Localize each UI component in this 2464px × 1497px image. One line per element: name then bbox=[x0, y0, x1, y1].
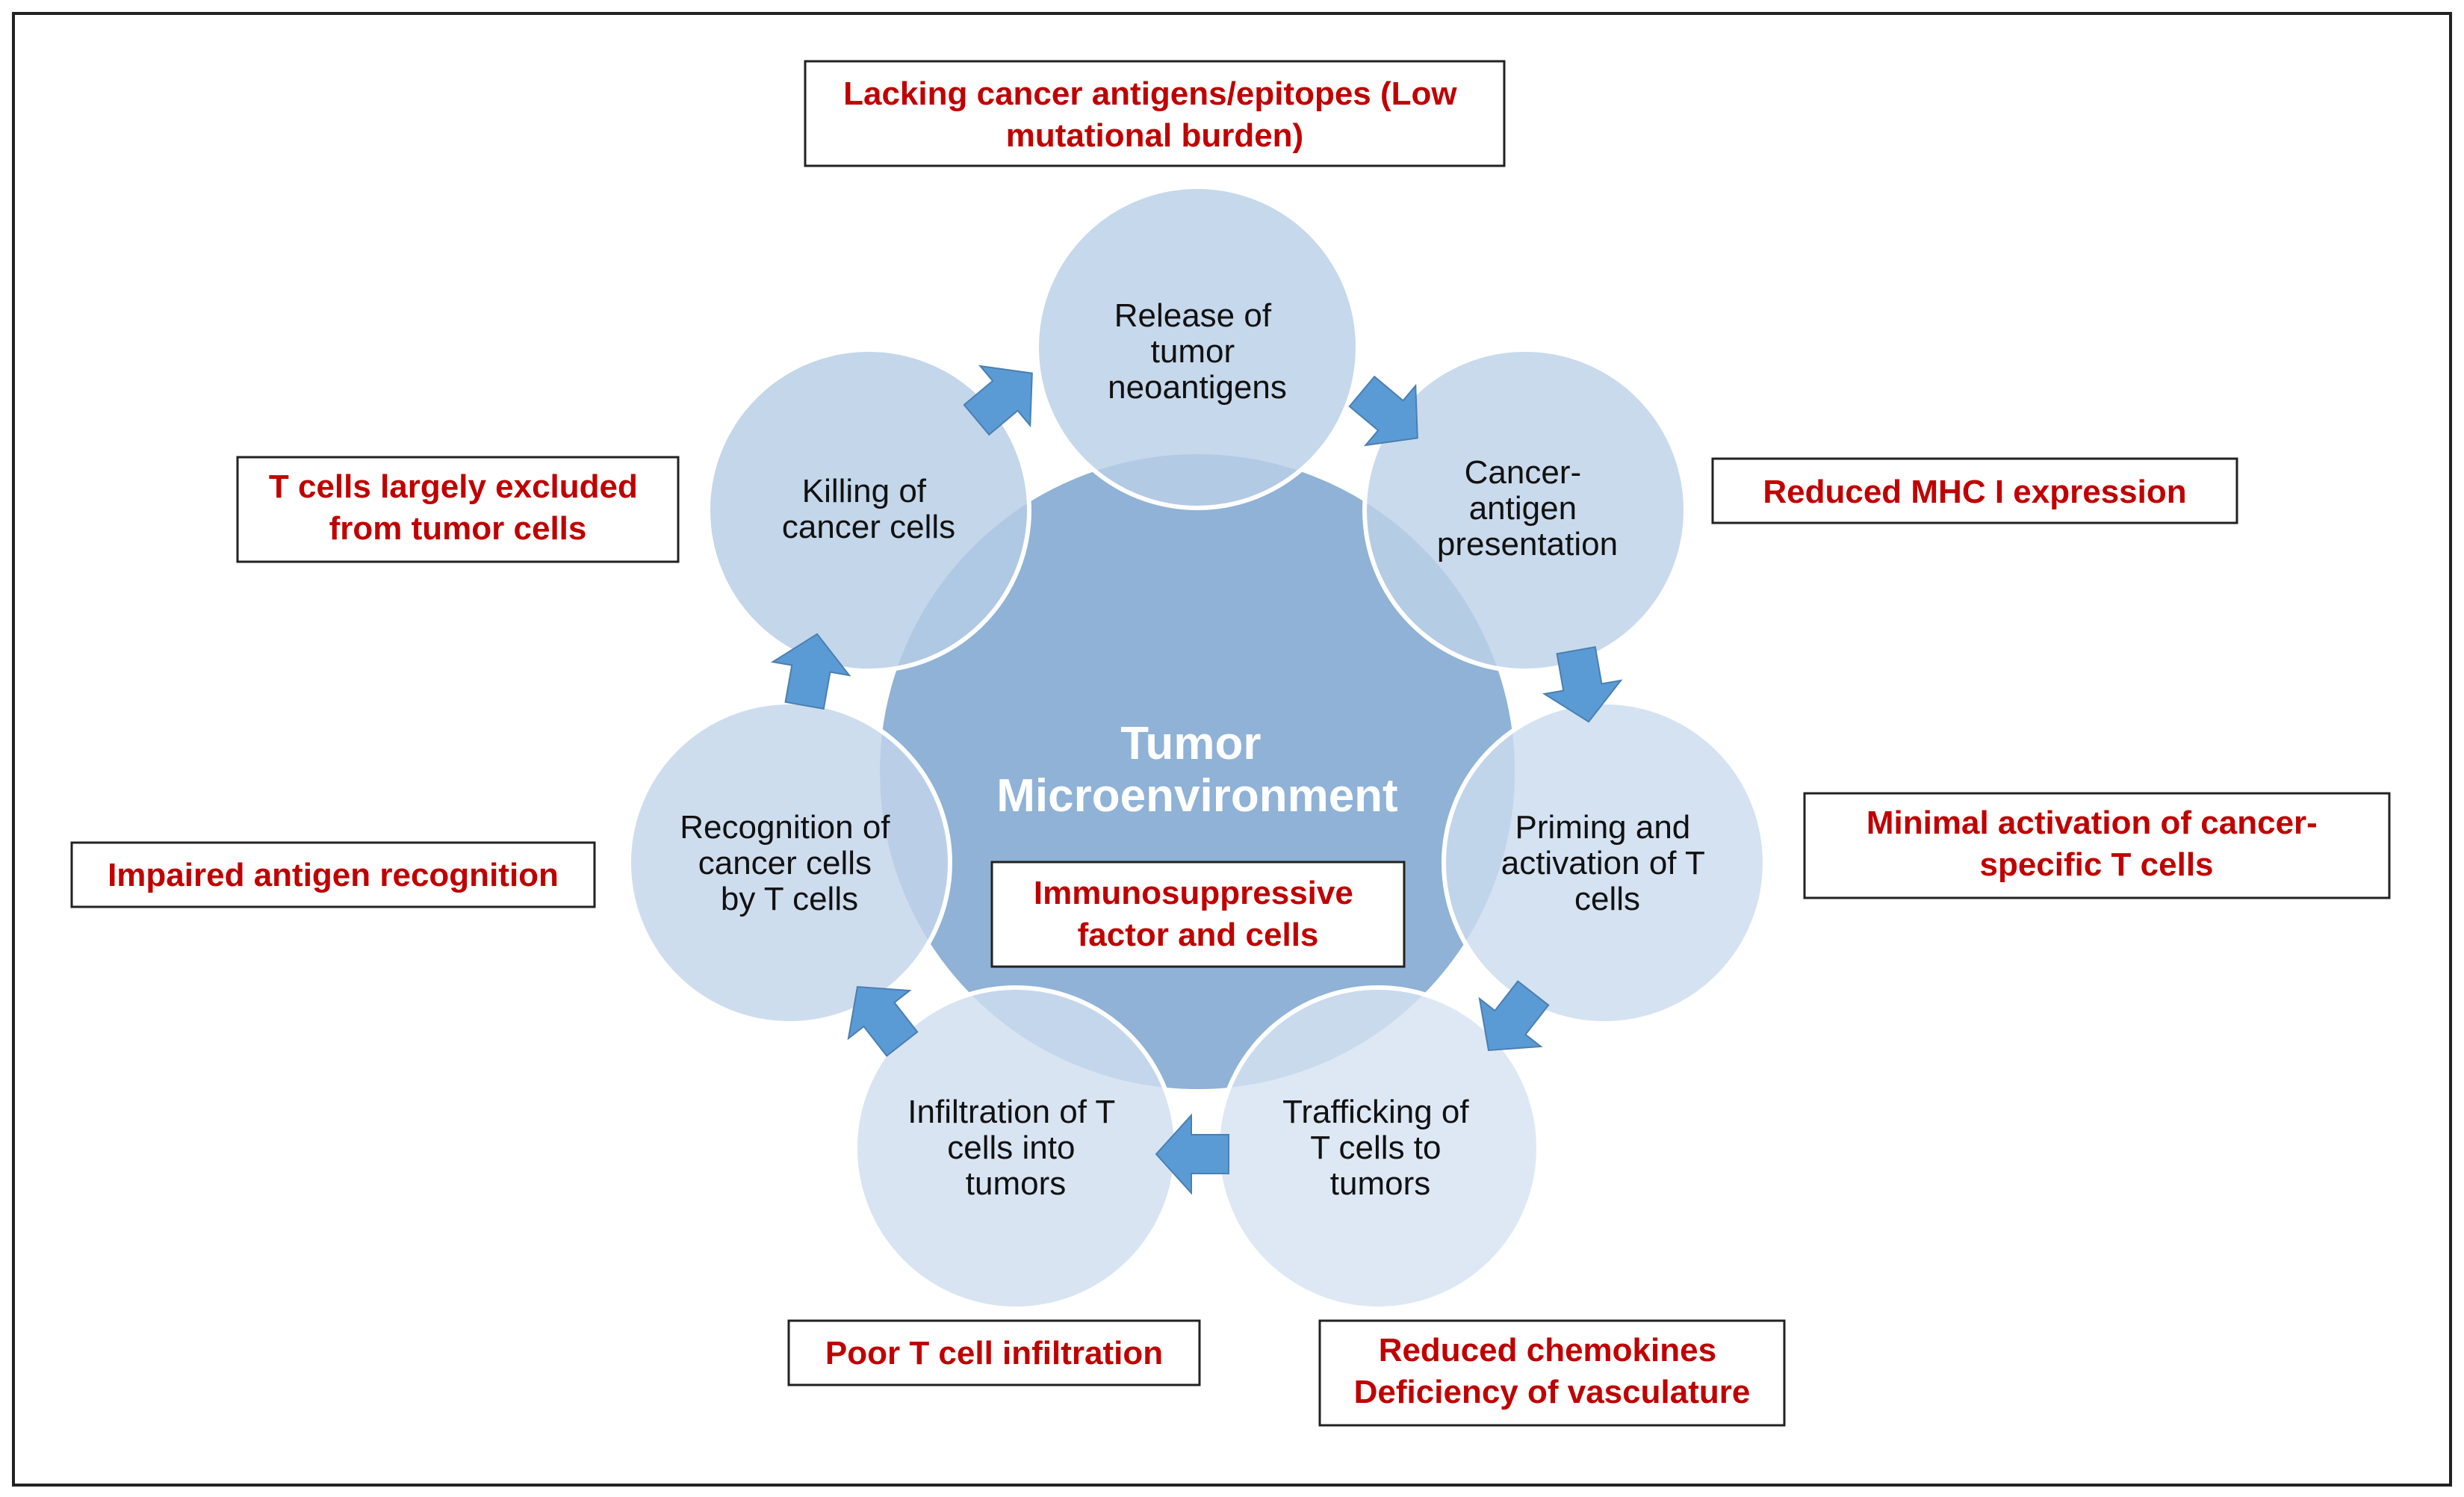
step-label-release: Release of tumor neoantigens bbox=[1108, 297, 1287, 406]
svg-text:Impaired antigen recognition: Impaired antigen recognition bbox=[108, 857, 559, 893]
cycle-step-circles bbox=[627, 185, 1767, 1311]
svg-text:Reduced chemokines Defic: Reduced chemokines Deficiency of vascula… bbox=[1354, 1332, 1751, 1410]
svg-text:Poor T cell infiltration: Poor T cell infiltration bbox=[825, 1335, 1163, 1372]
svg-text:Reduced MHC I expression: Reduced MHC I expression bbox=[1763, 474, 2186, 510]
cycle-arrows bbox=[770, 365, 1623, 1195]
arrow-trafficking-to-infiltration bbox=[1155, 1113, 1229, 1195]
step-circle-presentation bbox=[1362, 347, 1688, 673]
barrier-box-excluded: T cells largely excluded from tumor cell… bbox=[236, 456, 680, 563]
arrow-release-to-presentation bbox=[1348, 375, 1418, 447]
svg-text:Lacking cancer antigens/epitop: Lacking cancer antigens/epitopes (Low mu… bbox=[843, 75, 1466, 154]
svg-text:T cells largely excluded: T cells largely excluded from tumor cell… bbox=[269, 468, 647, 547]
step-label-killing: Killing of cancer cells bbox=[782, 473, 955, 545]
step-label-priming: Priming and activation of T cells bbox=[1501, 809, 1714, 917]
step-label-trafficking: Trafficking of T cells to tumors bbox=[1282, 1094, 1478, 1202]
arrow-killing-to-release bbox=[963, 365, 1033, 436]
barrier-box-antigens: Lacking cancer antigens/epitopes (Low mu… bbox=[804, 60, 1506, 167]
outer-frame bbox=[12, 12, 2452, 1487]
barrier-box-mhc: Reduced MHC I expression bbox=[1711, 457, 2238, 524]
step-label-infiltration: Infiltration of T cells into tumors bbox=[907, 1094, 1123, 1202]
barrier-box-chemokines: Reduced chemokines Deficiency of vascula… bbox=[1318, 1319, 1786, 1427]
arrow-presentation-to-priming bbox=[1542, 646, 1623, 723]
arrow-recognition-to-killing bbox=[770, 633, 851, 710]
svg-text:Minimal activation of cancer-: Minimal activation of cancer- specific T… bbox=[1866, 805, 2327, 883]
step-label-recognition: Recognition of cancer cells by T cells bbox=[680, 809, 899, 917]
center-title-line: Microenvironment bbox=[996, 770, 1397, 822]
step-circle-killing bbox=[706, 347, 1031, 673]
arrow-infiltration-to-recognition bbox=[847, 985, 919, 1057]
barrier-box-recognition: Impaired antigen recognition bbox=[70, 841, 596, 908]
barrier-box-immunosuppressive: Immunosuppressive factor and cells bbox=[990, 861, 1406, 968]
barrier-box-activation: Minimal activation of cancer- specific T… bbox=[1803, 792, 2391, 899]
center-title: Tumor Microenvironment bbox=[996, 718, 1397, 822]
barrier-box-infiltration: Poor T cell infiltration bbox=[787, 1319, 1201, 1386]
step-label-presentation: Cancer- antigen presentation bbox=[1437, 454, 1618, 562]
svg-text:Immunosuppressive factor: Immunosuppressive factor and cells bbox=[1034, 875, 1362, 953]
step-circle-release bbox=[1034, 185, 1360, 510]
center-title-line: Tumor bbox=[1120, 718, 1261, 769]
arrow-priming-to-trafficking bbox=[1478, 980, 1550, 1052]
